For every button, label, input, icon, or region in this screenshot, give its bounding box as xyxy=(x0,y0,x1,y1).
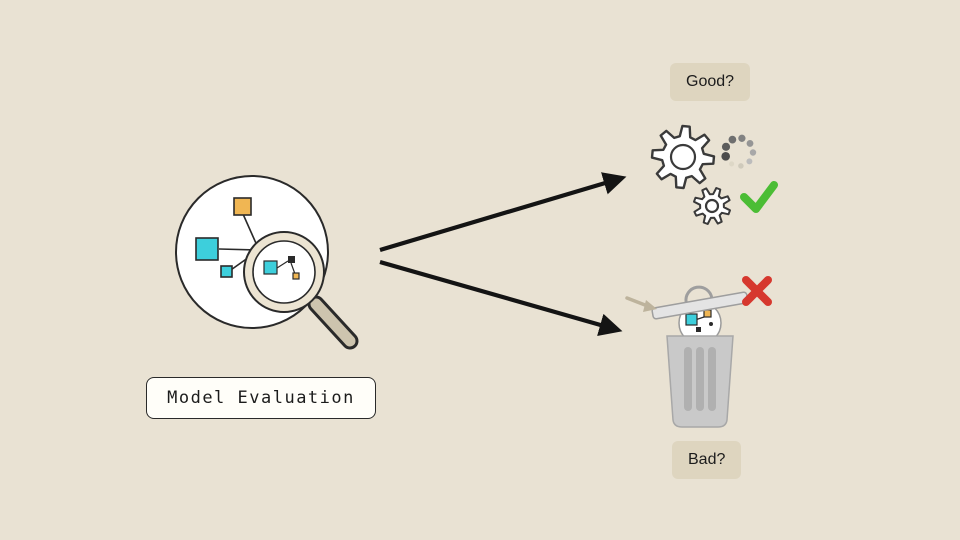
model-evaluation-label: Model Evaluation xyxy=(146,377,376,419)
arrow-to-bad-icon xyxy=(379,259,623,337)
dotted-spinner-icon xyxy=(721,134,757,169)
check-icon xyxy=(740,181,778,213)
magnifier-icon xyxy=(243,231,359,350)
bad-label: Bad? xyxy=(672,441,742,479)
gears-icon xyxy=(650,124,731,225)
arrow-to-good-icon xyxy=(379,172,627,253)
x-icon xyxy=(742,276,772,306)
trash-icon xyxy=(651,285,749,428)
good-label: Good? xyxy=(670,63,751,101)
lid-hint-arrow-icon xyxy=(625,296,657,312)
